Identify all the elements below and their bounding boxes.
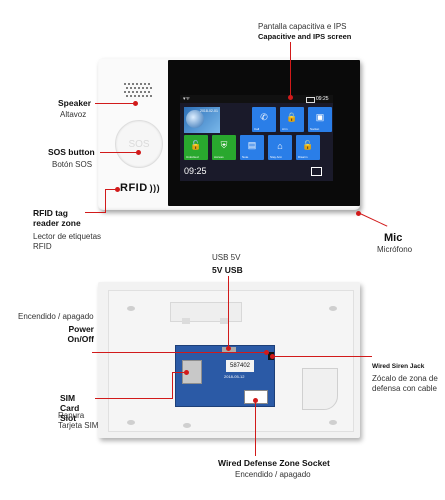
- lock-icon: 🔒: [286, 112, 298, 122]
- sos-leader-dot: [136, 150, 141, 155]
- rfid-leader-v: [105, 189, 106, 213]
- unlock-icon: 🔓: [302, 140, 314, 150]
- usb-leader: [228, 276, 229, 348]
- screw-hole: [329, 306, 337, 311]
- rfid-callout-en: RFID tag reader zone: [33, 208, 81, 228]
- screw-hole: [127, 306, 135, 311]
- siren-callout-es: Zócalo de zona de defensa con cable: [372, 374, 438, 393]
- sos-button-label: SOS: [128, 138, 150, 150]
- tile-stay-arm[interactable]: ⌂ Stay Arm: [268, 135, 292, 160]
- zone-callout-es: Encendido / apagado: [235, 470, 311, 479]
- big-clock: 09:25: [184, 166, 207, 176]
- speaker-callout-en: Speaker: [58, 98, 92, 108]
- tile-unlocked[interactable]: 🔓 Unlocked: [184, 135, 208, 160]
- speaker-leader: [95, 103, 135, 104]
- tile-label: Unlocked: [186, 155, 199, 159]
- rfid-leader-h2: [105, 189, 117, 190]
- sos-callout-es: Botón SOS: [52, 160, 93, 169]
- usb-callout-en: 5V USB: [212, 265, 243, 275]
- zone-callout-en: Wired Defense Zone Socket: [218, 458, 330, 468]
- zone-leader-dot: [253, 398, 258, 403]
- sos-button[interactable]: SOS: [115, 120, 163, 168]
- sos-callout-en: SOS button: [48, 147, 95, 157]
- screen-callout-es: Pantalla capacitiva e IPS: [258, 22, 347, 31]
- phone-icon: ✆: [260, 112, 268, 122]
- usb-leader-dot: [226, 346, 231, 351]
- zone-terminal[interactable]: [244, 390, 268, 404]
- tile-socket[interactable]: ▣ Socket: [308, 107, 332, 132]
- socket-icon: ▣: [315, 112, 325, 122]
- globe-icon: [186, 110, 204, 128]
- lcd-display[interactable]: ▾ᯤ 09:25 2018-02-01 ✆ Call 🔒 Arm ▣ Socket 🔓 Unl…: [180, 95, 333, 181]
- tile-call[interactable]: ✆ Call: [252, 107, 276, 132]
- screw-hole: [183, 423, 191, 428]
- tile-disarm[interactable]: 🔓 Disarm: [296, 135, 320, 160]
- note-icon: ▤: [247, 140, 257, 150]
- power-leader: [92, 352, 266, 353]
- power-leader-dot: [264, 350, 269, 355]
- unlock-icon: 🔓: [190, 140, 202, 150]
- mic-leader: [359, 213, 388, 227]
- tile-access[interactable]: ⛨ Access: [212, 135, 236, 160]
- tile-label: Socket: [310, 127, 320, 131]
- pcb-date: 2018-05-12: [224, 374, 245, 379]
- sim-leader-dot: [184, 370, 189, 375]
- screw-hole: [127, 420, 135, 425]
- clock-date: 2018-02-01: [200, 109, 218, 113]
- sim-callout-en: SIM Card Slot: [60, 393, 80, 423]
- screen-leader-dot: [288, 95, 293, 100]
- signal-icon: ▾ᯤ: [183, 96, 191, 102]
- rfid-callout-es: Lector de etiquetas RFID: [33, 232, 102, 251]
- battery-icon: [306, 97, 315, 103]
- home-icon: ⌂: [277, 140, 283, 151]
- rfid-leader-h: [85, 212, 105, 213]
- tile-label: Stay Arm: [270, 155, 283, 159]
- menu-icon[interactable]: [311, 167, 322, 176]
- speaker-leader-dot: [133, 101, 138, 106]
- tile-label: Arm: [282, 127, 288, 131]
- mount-slot-tab: [220, 318, 228, 324]
- screen-leader: [290, 42, 291, 97]
- sim-leader-h2: [172, 372, 186, 373]
- speaker-grille: [124, 83, 154, 101]
- knockout-panel: [302, 368, 338, 410]
- sim-leader-h: [95, 398, 173, 399]
- zone-leader: [255, 400, 256, 456]
- pcb-sticker: 587402: [226, 360, 254, 372]
- speaker-callout-es: Altavoz: [60, 110, 87, 119]
- tile-note[interactable]: ▤ Note: [240, 135, 264, 160]
- power-callout-en: Power On/Off: [67, 324, 94, 344]
- power-callout-es: Encendido / apagado: [18, 312, 94, 321]
- sos-leader: [100, 152, 138, 153]
- tile-label: Disarm: [298, 155, 308, 159]
- status-bar: ▾ᯤ 09:25: [180, 95, 333, 103]
- screen-callout-en: Capacitive and IPS screen: [258, 32, 352, 41]
- mic-callout-es: Micrófono: [377, 245, 413, 254]
- siren-callout-en: Wired Siren Jack: [372, 363, 425, 370]
- screw-hole: [329, 420, 337, 425]
- pcb-sticker-text: 587402: [229, 363, 251, 369]
- rfid-leader-dot: [115, 187, 120, 192]
- usb-callout-es: USB 5V: [212, 253, 241, 262]
- rfid-wave-icon: ))): [149, 183, 161, 193]
- tile-label: Note: [242, 155, 249, 159]
- sim-leader-v: [172, 372, 173, 399]
- mic-leader-dot: [356, 211, 361, 216]
- mount-slot-tab: [182, 318, 190, 324]
- rfid-logo: RFID))): [120, 182, 160, 194]
- tile-label: Access: [214, 155, 224, 159]
- mount-slot: [170, 302, 242, 322]
- tile-label: Call: [254, 127, 260, 131]
- status-time: 09:25: [316, 96, 329, 102]
- clock-widget: [184, 107, 220, 133]
- sim-callout-es: Ranura Tarjeta SIM: [58, 411, 99, 430]
- mic-callout-en: Mic: [384, 232, 403, 244]
- shield-icon: ⛨: [220, 140, 228, 150]
- tile-arm[interactable]: 🔒 Arm: [280, 107, 304, 132]
- siren-leader-dot: [270, 354, 275, 359]
- rfid-text: RFID: [120, 182, 148, 194]
- siren-leader: [272, 356, 372, 357]
